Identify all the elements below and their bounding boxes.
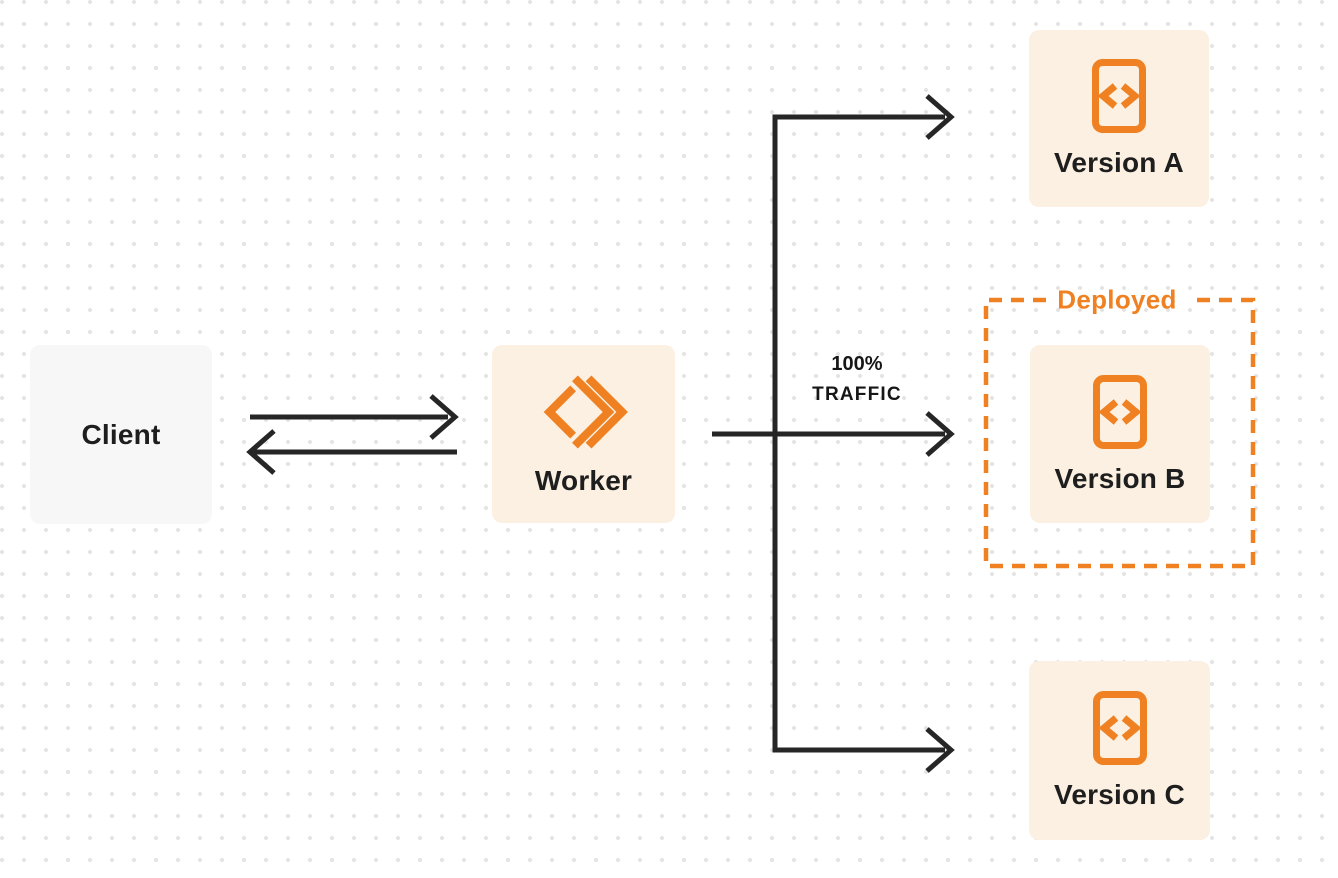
workers-chevrons-icon xyxy=(543,374,628,449)
arrowhead-version-a xyxy=(925,94,955,140)
node-version-c: Version C xyxy=(1029,661,1210,840)
traffic-edge-label: 100% TRAFFIC xyxy=(787,349,927,410)
node-version-b: Version B xyxy=(1030,345,1210,523)
node-version-c-label: Version C xyxy=(1054,779,1185,810)
traffic-percent-text: 100% xyxy=(831,353,883,375)
arrowhead-version-b xyxy=(925,411,955,457)
arrow-worker-to-client xyxy=(246,429,457,475)
node-version-a: Version A xyxy=(1029,30,1209,207)
node-client: Client xyxy=(30,345,212,524)
code-file-icon xyxy=(1092,59,1146,133)
deployed-group-border xyxy=(983,297,1256,569)
code-file-icon xyxy=(1093,374,1147,449)
node-worker-label: Worker xyxy=(534,464,633,496)
traffic-word-text: TRAFFIC xyxy=(812,384,902,405)
node-version-a-label: Version A xyxy=(1054,147,1184,178)
arrowhead-version-c xyxy=(925,727,955,773)
deployed-group-label: Deployed xyxy=(1057,284,1177,315)
code-file-icon xyxy=(1092,691,1147,765)
arrow-client-to-worker xyxy=(250,394,459,440)
arrow-worker-branches xyxy=(712,94,955,773)
node-worker: Worker xyxy=(492,345,675,523)
node-version-b-label: Version B xyxy=(1054,462,1186,494)
node-client-label: Client xyxy=(81,418,161,450)
